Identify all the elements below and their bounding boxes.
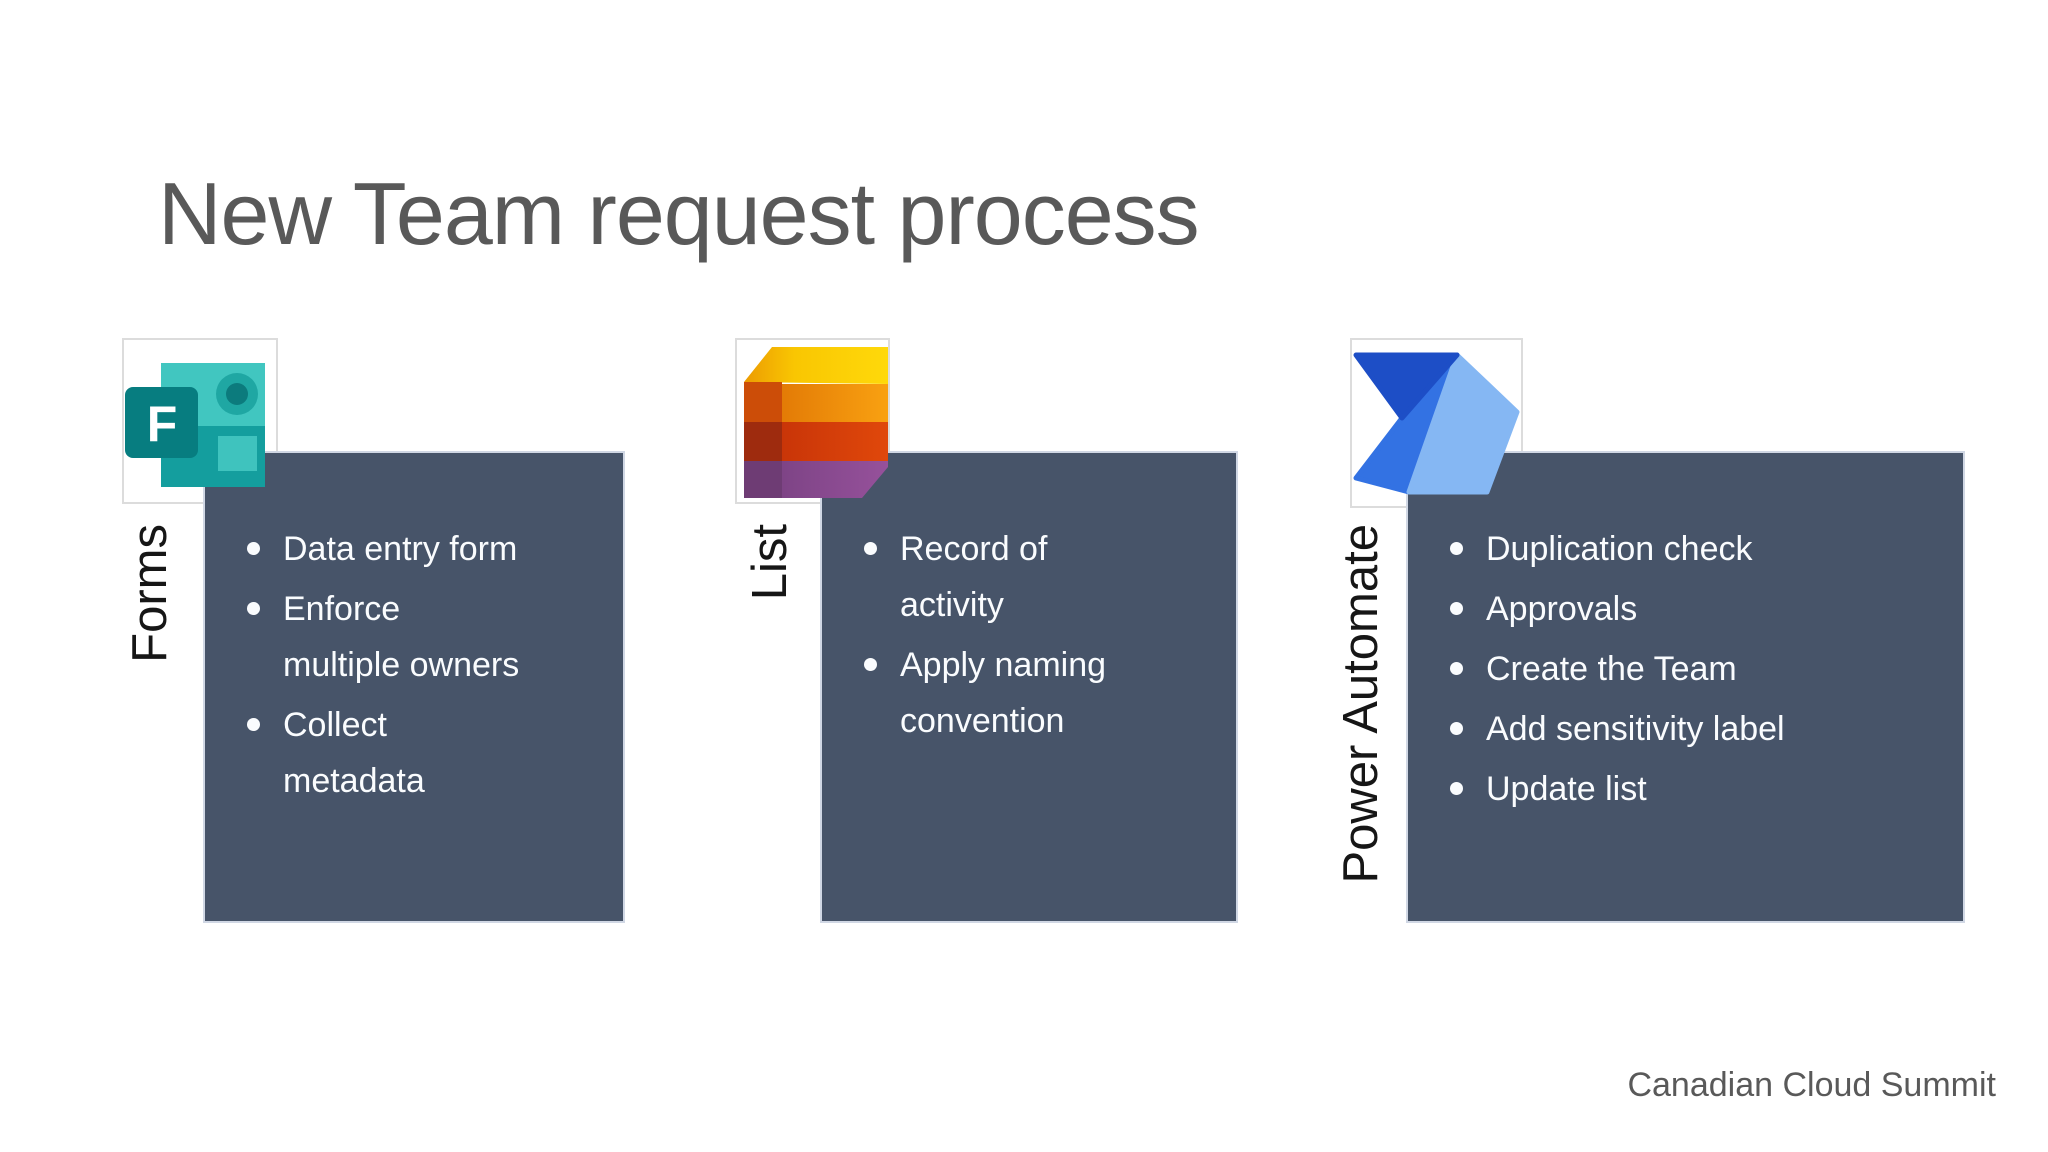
forms-bullet-list: Data entry form Enforce multiple owners … [205, 453, 623, 809]
footer-text: Canadian Cloud Summit [1627, 1066, 1996, 1104]
power-automate-icon [1353, 352, 1520, 495]
forms-label: Forms [123, 524, 177, 663]
bullet-item: Approvals [1450, 581, 1945, 637]
power-automate-bullet-list: Duplication check Approvals Create the T… [1408, 453, 1963, 817]
list-bullet-list: Record of activity Apply naming conventi… [822, 453, 1236, 749]
slide-title: New Team request process [158, 163, 1200, 263]
forms-panel: Data entry form Enforce multiple owners … [203, 451, 625, 923]
microsoft-forms-icon: F [125, 363, 265, 487]
svg-text:F: F [147, 396, 178, 452]
bullet-item: Add sensitivity label [1450, 701, 1945, 757]
bullet-item: Collect metadata [247, 697, 605, 809]
microsoft-lists-icon [744, 347, 888, 498]
bullet-item: Apply naming convention [864, 637, 1218, 749]
list-label: List [743, 524, 797, 601]
bullet-item: Create the Team [1450, 641, 1945, 697]
list-panel: Record of activity Apply naming conventi… [820, 451, 1238, 923]
bullet-item: Duplication check [1450, 521, 1945, 577]
power-automate-label: Power Automate [1334, 524, 1388, 884]
bullet-item: Enforce multiple owners [247, 581, 605, 693]
bullet-item: Update list [1450, 761, 1945, 817]
bullet-item: Record of activity [864, 521, 1218, 633]
bullet-item: Data entry form [247, 521, 605, 577]
power-automate-panel: Duplication check Approvals Create the T… [1406, 451, 1965, 923]
